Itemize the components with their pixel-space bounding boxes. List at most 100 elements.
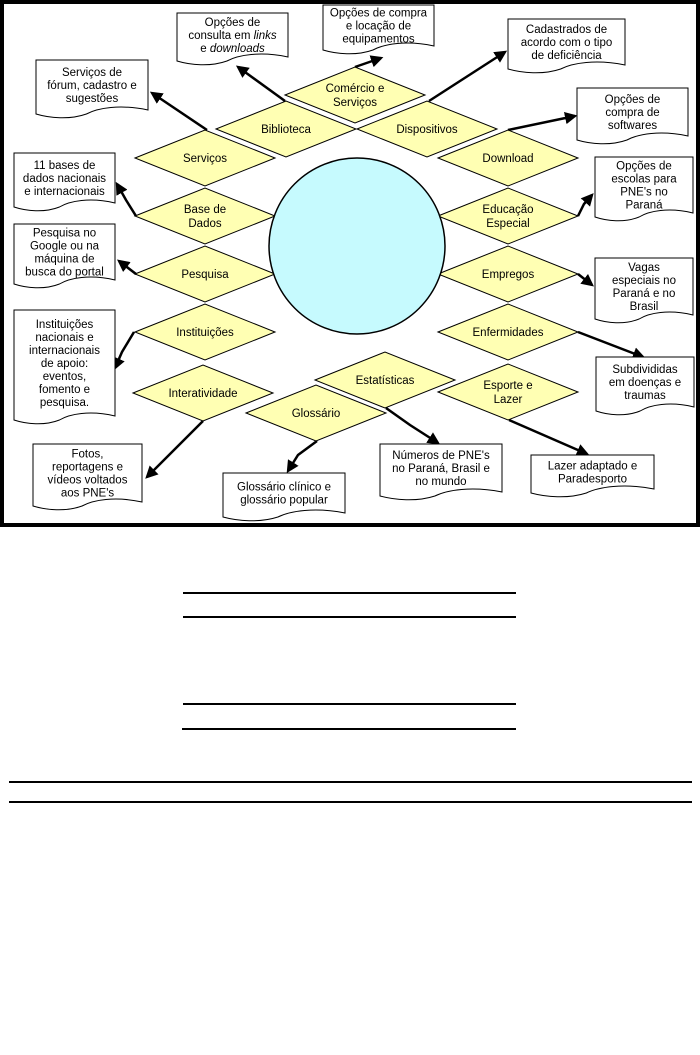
arrow-comercio [354,55,384,69]
diamond-interatividade: Interatividade [131,364,275,422]
note-text: especiais no [612,275,676,287]
diamond-shape [133,303,277,361]
diamond-label: Dispositivos [396,124,458,136]
note-text: internacionais [29,345,100,357]
diamond-label: Especial [486,218,529,230]
note-text: Instituições [36,319,94,331]
note-text: vídeos voltados [48,475,128,487]
note-document-shape [13,309,116,425]
note-text: acordo com o tipo [521,37,612,49]
diamond-label: Instituições [176,327,234,339]
note-text: equipamentos [342,34,414,46]
diamond-label: Esporte e [483,380,532,392]
diamond-label: Estatísticas [356,375,415,387]
diamond-download: Download [436,129,580,187]
diamond-label: Empregos [482,269,535,281]
note-document-shape [594,257,694,324]
note-text: softwares [608,120,657,132]
note-document-shape [32,443,143,511]
note-text: Opções de [205,17,261,29]
arrow-biblioteca [235,65,286,103]
note-text: Vagas [628,262,660,274]
diamond-biblioteca: Biblioteca [214,100,358,158]
note-document-shape [576,87,689,145]
diamond-servicos: Serviços [133,129,277,187]
note-text: aos PNE's [61,488,115,500]
diamond-label: Pesquisa [181,269,229,281]
diamond-empregos: Empregos [436,245,580,303]
blank-field-line-4 [182,728,516,730]
diamond-shape [244,384,388,442]
note-text: de deficiência [531,50,602,62]
note-text: e internacionais [24,186,105,198]
diamond-label: Educação [482,204,533,216]
note-text: Subdivididas [612,364,677,376]
note-text: fórum, cadastro e [47,80,137,92]
diagram-frame [0,0,700,527]
diamond-label: Dados [188,218,221,230]
note-text: no mundo [415,476,466,488]
arrow-download [507,111,578,132]
note-text: Paradesporto [558,474,627,486]
diamond-label: Lazer [494,394,523,406]
diamond-shape [133,129,277,187]
diamond-shape [436,245,580,303]
note-document-shape [530,454,655,498]
diamond-shape [131,364,275,422]
arrow-estatisticas [385,406,441,445]
diamond-glossario: Glossário [244,384,388,442]
note-document-shape [379,443,503,501]
arrow-dispositivos [428,50,508,103]
arrow-enfermidades [577,330,646,360]
note-text: fomento e [39,384,90,396]
note-text: eventos, [43,371,86,383]
diamond-shape [313,351,457,409]
note-text: compra de [605,107,659,119]
note-text: Paraná e no [613,288,676,300]
note-text: Cadastrados de [526,24,607,36]
note-text: Brasil [630,301,659,313]
note-document-shape [222,472,346,522]
note-text: Opções de compra [330,8,428,20]
note-text: reportagens e [52,462,123,474]
note-text: pesquisa. [40,397,89,409]
note-document-shape [35,59,149,119]
diamond-shape [355,100,499,158]
arrow-empregos [577,273,594,287]
arrow-glossario [286,439,318,474]
note-document-shape [13,223,116,289]
arrow-educacao-especial [576,193,594,217]
note-document-shape [507,18,626,74]
arrow-interatividade [145,420,204,479]
diamond-shape [436,363,580,421]
note-text: PNE's no [620,187,668,199]
note-document-shape [176,12,289,66]
note-estatisticas: Números de PNE'sno Paraná, Brasil eno mu… [379,443,503,501]
note-text: glossário popular [240,495,328,507]
blank-field-line-3 [183,703,516,705]
diamond-shape [436,187,580,245]
note-text: Glossário clínico e [237,482,331,494]
diamond-label: Download [482,153,533,165]
diamond-enfermidades: Enfermidades [436,303,580,361]
diamond-shape [436,129,580,187]
note-text: máquina de [34,254,94,266]
full-width-line-2 [9,801,692,803]
note-text: e downloads [200,43,265,55]
note-text: Pesquisa no [33,228,96,240]
note-text: Lazer adaptado e [548,461,638,473]
